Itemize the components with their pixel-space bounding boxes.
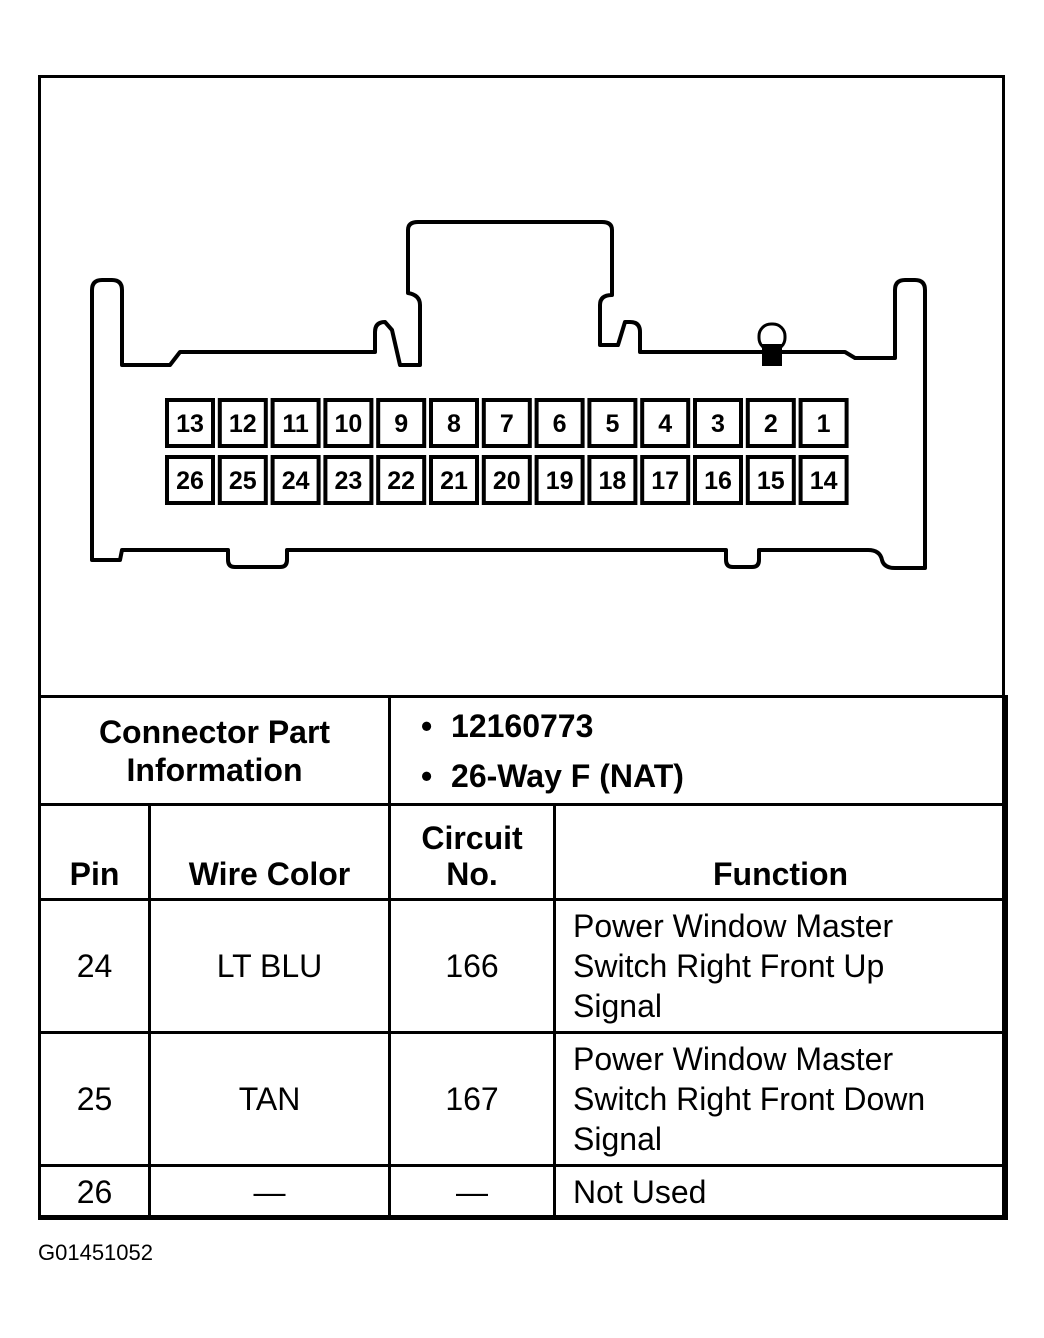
lock-key-icon [757, 322, 787, 366]
pin-number-label: 5 [605, 410, 619, 438]
figure-id: G01451052 [38, 1240, 153, 1265]
function-cell: Power Window Master Switch Right Front D… [553, 1031, 1009, 1167]
pin-number-label: 18 [598, 467, 626, 495]
pin-number-label: 20 [493, 467, 521, 495]
connector-info-table: Connector Part Information 12160773 26-W… [37, 695, 1009, 1220]
wire-color-cell: LT BLU [147, 898, 392, 1034]
part-number: 12160773 [421, 701, 1005, 751]
pin-cavity [217, 455, 268, 505]
pin-number-label: 23 [334, 467, 362, 495]
pin-number-label: 2 [764, 410, 778, 438]
pin-number-label: 22 [387, 467, 415, 495]
function-header: Function [553, 803, 1009, 901]
function-line: Power Window Master [573, 908, 894, 944]
pin-number-label: 3 [711, 410, 725, 438]
function-line: Signal [573, 988, 662, 1024]
pin-cavity [798, 398, 849, 448]
pin-number-label: 21 [440, 467, 468, 495]
pin-cavity [270, 455, 321, 505]
connector-part-info-row: Connector Part Information 12160773 26-W… [37, 695, 1009, 806]
function-line: Not Used [573, 1174, 707, 1210]
pin-cavity [745, 398, 796, 448]
pin-cavity [429, 455, 479, 505]
table-row: 24 LT BLU 166 Power Window Master Switch… [38, 898, 1009, 1034]
connector-part-info-values: 12160773 26-Way F (NAT) [388, 695, 1009, 806]
circuit-header-line1: Circuit [421, 820, 523, 856]
pin-cavity [165, 455, 215, 505]
pin-number-label: 13 [176, 410, 204, 438]
pin-cavity [270, 398, 321, 448]
pin-number-label: 19 [546, 467, 574, 495]
connector-housing-outline [90, 220, 927, 570]
wire-color-header: Wire Color [147, 803, 392, 901]
pin-number-label: 15 [757, 467, 785, 495]
pin-cell: 26 [38, 1164, 151, 1220]
pin-cavity [534, 455, 585, 505]
pin-cavity [165, 398, 215, 448]
function-cell: Power Window Master Switch Right Front U… [553, 898, 1009, 1034]
function-cell: Not Used [553, 1164, 1009, 1220]
pin-cavity [376, 455, 427, 505]
pin-number-label: 17 [651, 467, 679, 495]
pin-cavity [587, 398, 638, 448]
table-row: 26 — — Not Used [38, 1164, 1009, 1220]
pin-number-label: 6 [553, 410, 567, 438]
pin-cavity [534, 398, 585, 448]
pin-number-label: 16 [704, 467, 732, 495]
table-header-row: Pin Wire Color Circuit No. Function [38, 803, 1009, 901]
circuit-no-header: Circuit No. [388, 803, 557, 901]
wire-color-cell: TAN [147, 1031, 392, 1167]
pin-number-label: 14 [810, 467, 838, 495]
circuit-cell: 167 [388, 1031, 557, 1167]
pin-cavity [323, 398, 374, 448]
pin-number-label: 1 [817, 410, 831, 438]
pin-cavity [693, 398, 743, 448]
pin-number-label: 24 [282, 467, 310, 495]
pin-header: Pin [38, 803, 151, 901]
circuit-cell: — [388, 1164, 557, 1220]
pin-cell: 24 [38, 898, 151, 1034]
wire-color-cell: — [147, 1164, 392, 1220]
connector-part-info-label: Connector Part Information [37, 695, 392, 806]
pin-number-label: 25 [229, 467, 257, 495]
pin-cavity [376, 398, 427, 448]
pin-cavity [745, 455, 796, 505]
pin-cavity [429, 398, 479, 448]
pin-cavity [640, 398, 691, 448]
pin-cavity [323, 455, 374, 505]
pin-number-label: 8 [447, 410, 461, 438]
pin-cavity [587, 455, 638, 505]
part-info-label-line1: Connector Part [98, 713, 331, 750]
connector-type: 26-Way F (NAT) [421, 751, 1005, 801]
function-line: Switch Right Front Down [573, 1081, 926, 1117]
function-line: Power Window Master [573, 1041, 894, 1077]
circuit-header-line2: No. [446, 856, 498, 892]
pin-cell: 25 [38, 1031, 151, 1167]
pin-cavity [217, 398, 268, 448]
circuit-cell: 166 [388, 898, 557, 1034]
table-row: 25 TAN 167 Power Window Master Switch Ri… [38, 1031, 1009, 1167]
pin-number-label: 12 [229, 410, 257, 438]
pin-number-label: 10 [334, 410, 362, 438]
part-info-label-line2: Information [126, 751, 303, 788]
pin-number-label: 11 [282, 410, 309, 438]
pin-number-label: 26 [176, 467, 204, 495]
pin-number-label: 7 [500, 410, 514, 438]
pin-cavity [798, 455, 849, 505]
pin-number-label: 4 [658, 410, 672, 438]
pin-cavity [481, 455, 532, 505]
pin-cavity [693, 455, 743, 505]
pin-cavity [640, 455, 691, 505]
pin-cavity [481, 398, 532, 448]
pin-number-label: 9 [394, 410, 408, 438]
function-line: Signal [573, 1121, 662, 1157]
function-line: Switch Right Front Up [573, 948, 885, 984]
